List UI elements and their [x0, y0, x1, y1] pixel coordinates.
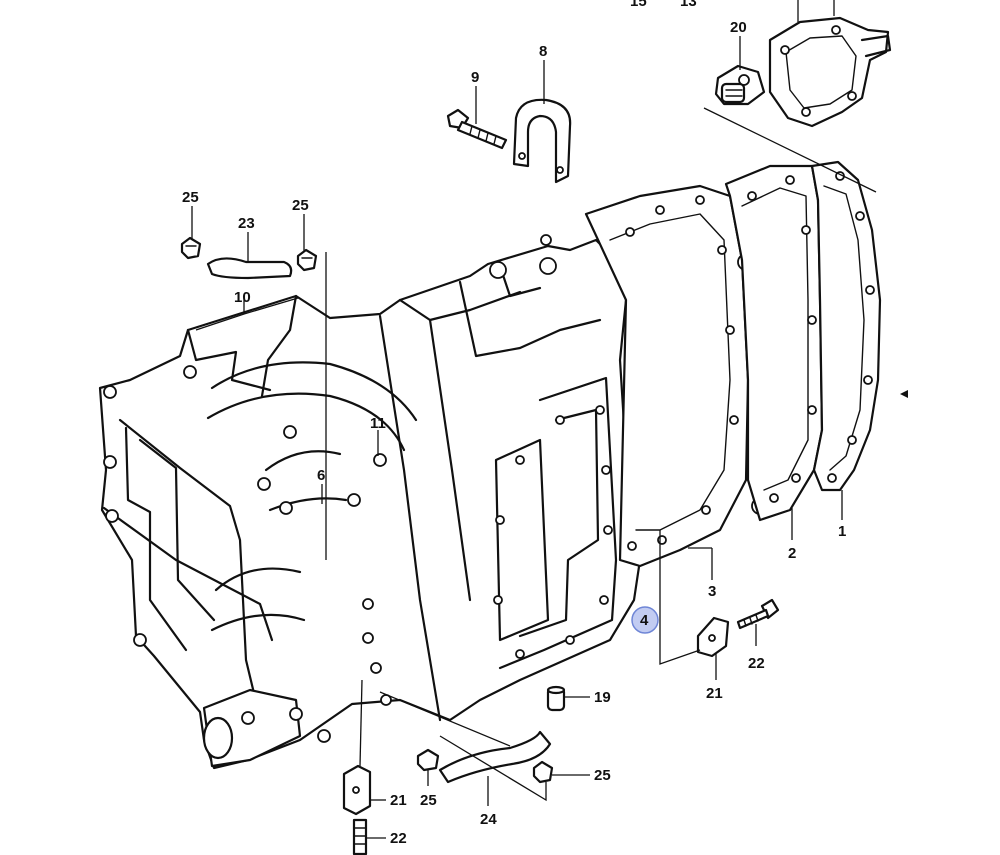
transmission-case-main: [98, 234, 642, 770]
label-1: 1: [838, 523, 846, 540]
label-4: 4: [640, 612, 649, 629]
label-3: 3: [708, 583, 716, 600]
label-25-d: 25: [594, 767, 611, 784]
label-25-b: 25: [292, 197, 309, 214]
label-25-c: 25: [420, 792, 437, 809]
label-13: 13: [680, 0, 697, 10]
label-15: 15: [630, 0, 647, 10]
part-24-hose: [438, 730, 552, 784]
label-9: 9: [471, 69, 479, 86]
part-22-bolt-right: [736, 598, 780, 630]
rear-plate-1: [810, 160, 882, 492]
marker-arrow-icon: [900, 390, 908, 398]
label-2: 2: [788, 545, 796, 562]
part-25-clamp-c: [416, 748, 440, 772]
part-21-bracket-bottom: [342, 764, 372, 816]
part-25-clamp-b: [296, 248, 318, 272]
label-20: 20: [730, 19, 747, 36]
part-25-clamp-a: [180, 236, 202, 260]
part-8-bracket: [512, 98, 572, 184]
label-10: 10: [234, 289, 251, 306]
part-20-plug: [714, 64, 766, 106]
part-19-dowel: [546, 685, 566, 712]
label-11: 11: [370, 415, 386, 432]
part-25-clamp-d: [532, 760, 554, 784]
label-22-b: 22: [390, 830, 407, 847]
label-25-a: 25: [182, 189, 199, 206]
part-labels: 15 13 20 9 8 25 25 23 10 11 6 1 2 3 4 22…: [182, 0, 846, 847]
leader-lines: [191, 0, 877, 839]
label-6: 6: [317, 467, 325, 484]
rear-plate-2: [724, 164, 824, 522]
label-24: 24: [480, 811, 497, 828]
part-21-bracket-right: [696, 616, 730, 658]
part-9-bolt: [446, 108, 508, 150]
label-19: 19: [594, 689, 611, 706]
part-22-bolt-bottom: [352, 818, 368, 855]
label-21-a: 21: [706, 685, 723, 702]
top-cover-plate: [768, 16, 892, 128]
label-23: 23: [238, 215, 255, 232]
part-23-hose: [206, 257, 293, 280]
label-22-a: 22: [748, 655, 765, 672]
label-8: 8: [539, 43, 547, 60]
label-21-b: 21: [390, 792, 407, 809]
callout-4-highlight: [631, 606, 659, 634]
